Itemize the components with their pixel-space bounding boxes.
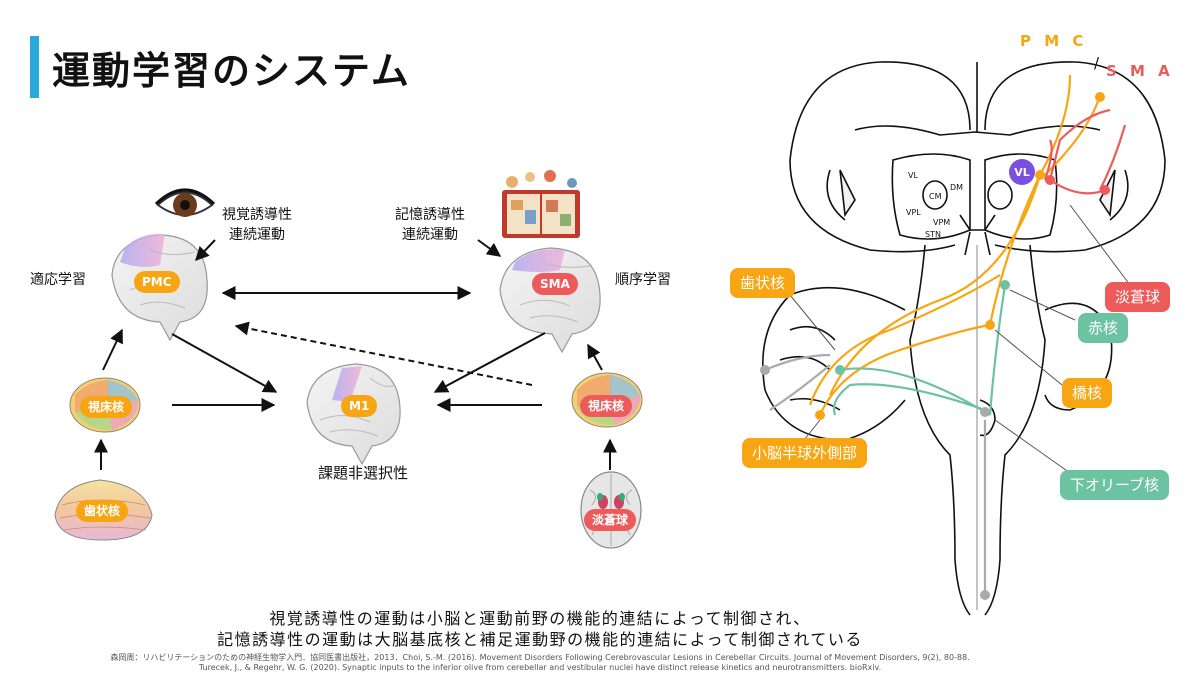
reference-line-2: Turecek, J., & Regehr, W. G. (2020). Syn… [198, 663, 882, 672]
red-nucleus-tag: 赤核 [1078, 313, 1129, 343]
red-pathways [1043, 108, 1127, 195]
m1-badge: M1 [341, 395, 378, 417]
pmc-badge: PMC [134, 271, 180, 293]
left-diagram-arrows [94, 239, 617, 470]
olive-tag: 下オリーブ核 [1060, 470, 1170, 500]
nucleus-vpm-text: VPM [933, 218, 950, 227]
reference-line-1: 森岡周：リハビリテーションのための神経生物学入門．協同医書出版社，2013．Ch… [110, 653, 970, 662]
photo-album-icon [502, 170, 580, 238]
sma-badge: SMA [532, 273, 578, 295]
thalamus-right-badge: 視床核 [580, 395, 633, 417]
green-pathways [832, 284, 1007, 416]
pmc-sma-slash: / [1094, 54, 1100, 72]
thalamus-left-badge: 視床核 [80, 396, 133, 418]
gray-pathways [764, 353, 987, 595]
eye-icon [154, 188, 216, 217]
vl-marker: VL [1009, 159, 1035, 185]
tag-leader-lines [789, 204, 1131, 481]
nucleus-dm-text: DM [950, 183, 963, 192]
pmc-arc-label: P M C [1020, 32, 1088, 50]
nucleus-cm-text: CM [929, 192, 942, 201]
orange-pathways [808, 74, 1102, 416]
nucleus-vpl-text: VPL [906, 208, 921, 217]
memory-guided-label: 記憶誘導性 連続運動 [395, 207, 465, 243]
pathway-endpoints [760, 92, 1110, 600]
caption-line-2: 記憶誘導性の運動は大脳基底核と補足運動野の機能的連結によって制御されている [217, 630, 863, 649]
adaptive-learning-label: 適応学習 [30, 272, 86, 288]
nucleus-stn-text: STN [925, 230, 941, 239]
sma-arc-label: S M A [1106, 62, 1174, 80]
dentate-badge: 歯状核 [76, 500, 129, 522]
dentate-tag: 歯状核 [730, 268, 796, 298]
pons-tag: 橋核 [1062, 378, 1113, 408]
vl-marker-text: VL [1014, 166, 1030, 179]
page-title: 運動学習のシステム [52, 49, 411, 93]
sma-brain-image [499, 247, 601, 354]
brain-coronal-outline [762, 61, 1166, 616]
title-accent-bar [30, 36, 39, 98]
thalamic-nuclei: VL CM DM VPL VPM STN [906, 171, 963, 239]
cerebellum-tag: 小脳半球外側部 [742, 438, 868, 468]
caption-line-1: 視覚誘導性の運動は小脳と運動前野の機能的連結によって制御され、 [269, 609, 811, 628]
pallidum-badge: 淡蒼球 [584, 509, 637, 531]
pallidum-tag: 淡蒼球 [1105, 282, 1171, 312]
nucleus-vl-text: VL [908, 171, 918, 180]
visual-guided-label: 視覚誘導性 連続運動 [222, 207, 292, 243]
sequential-learning-label: 順序学習 [615, 272, 671, 288]
task-selectivity-label: 課題非選択性 [318, 464, 409, 482]
